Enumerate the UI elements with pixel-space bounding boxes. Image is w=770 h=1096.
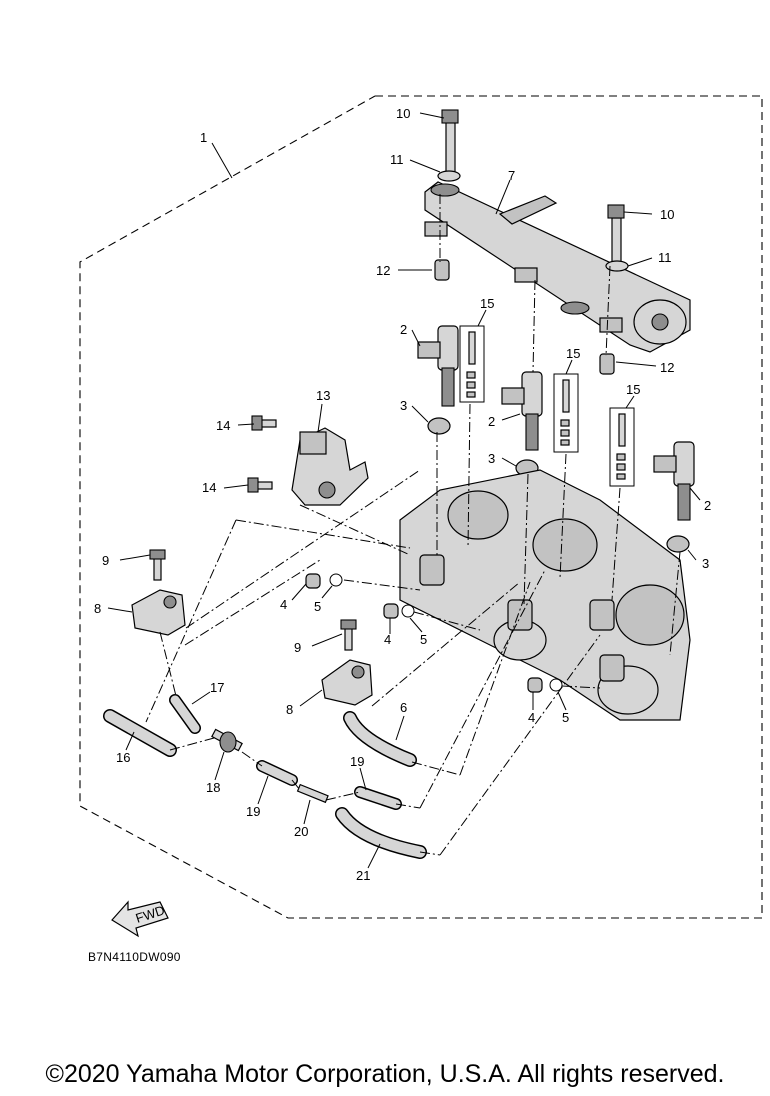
o-ring-11-right: [605, 260, 629, 272]
clip-5-a: [329, 573, 343, 587]
fwd-arrow-icon: FWD: [111, 900, 169, 938]
callout-label: 15: [480, 296, 494, 311]
seal-3-a: [427, 417, 451, 435]
callout-label: 5: [562, 710, 569, 725]
bolt-10-left: [441, 109, 459, 175]
callout-label: 2: [704, 498, 711, 513]
callout-label: 14: [202, 480, 216, 495]
callout-label: 8: [286, 702, 293, 717]
fitting-18: [211, 728, 243, 753]
callout-label: 9: [102, 553, 109, 568]
callout-label: 7: [508, 168, 515, 183]
callout-label: 12: [660, 360, 674, 375]
seal-3-c: [666, 535, 690, 553]
leader-lines: [107, 112, 701, 869]
callout-label: 3: [488, 451, 495, 466]
clip-5-b: [401, 604, 415, 618]
callout-label: 2: [400, 322, 407, 337]
cap-4-b: [383, 603, 399, 619]
callout-label: 5: [314, 599, 321, 614]
fitting-20: [296, 783, 329, 804]
callout-label: 5: [420, 632, 427, 647]
callout-label: 3: [400, 398, 407, 413]
callout-label: 2: [488, 414, 495, 429]
sensor-8-lower: [321, 659, 373, 706]
callout-label: 1: [200, 130, 207, 145]
screw-set-15-b: [553, 373, 579, 453]
callout-label: 11: [658, 250, 672, 265]
callout-label: 19: [350, 754, 364, 769]
screw-9-upper: [149, 549, 166, 581]
injector-2-a: [417, 325, 459, 407]
center-lines: [145, 194, 681, 856]
callout-label: 4: [280, 597, 287, 612]
callout-label: 17: [210, 680, 224, 695]
callout-label: 15: [626, 382, 640, 397]
screw-set-15-c: [609, 407, 635, 487]
callout-label: 9: [294, 640, 301, 655]
cap-4-a: [305, 573, 321, 589]
callout-label: 11: [390, 152, 404, 167]
bolt-10-right: [607, 204, 625, 263]
throttle-body-exploded-diagram: FWD 1 10 11 7 10 12 11 15 2 15 12 13 3 2…: [79, 95, 763, 938]
callout-label: 20: [294, 824, 308, 839]
copyright-text: ©2020 Yamaha Motor Corporation, U.S.A. A…: [45, 1060, 725, 1088]
callout-label: 13: [316, 388, 330, 403]
callout-label: 19: [246, 804, 260, 819]
collar-12-left: [434, 259, 450, 281]
diagram-code: B7N4110DW090: [88, 950, 181, 964]
throttle-body-assembly: [399, 469, 691, 721]
callout-label: 14: [216, 418, 230, 433]
callout-labels: 1 10 11 7 10 12 11 15 2 15 12 13 3 2 15 …: [94, 106, 711, 883]
callout-label: 4: [528, 710, 535, 725]
o-ring-11-left: [437, 170, 461, 182]
screw-14-lower: [247, 477, 273, 493]
collar-12-right: [599, 353, 615, 375]
assembly-boundary: [79, 95, 763, 919]
callout-label: 6: [400, 700, 407, 715]
callout-label: 4: [384, 632, 391, 647]
callout-label: 10: [660, 207, 674, 222]
callout-label: 3: [702, 556, 709, 571]
callout-label: 15: [566, 346, 580, 361]
clip-5-c: [549, 678, 563, 692]
injector-2-c: [653, 441, 695, 521]
callout-label: 18: [206, 780, 220, 795]
fuel-rail: [424, 181, 691, 353]
callout-label: 10: [396, 106, 410, 121]
callout-label: 12: [376, 263, 390, 278]
injector-2-b: [501, 371, 543, 451]
throttle-position-sensor: [291, 427, 369, 506]
cap-4-c: [527, 677, 543, 693]
callout-label: 8: [94, 601, 101, 616]
screw-14-upper: [251, 415, 277, 431]
screw-set-15-a: [459, 325, 485, 403]
callout-label: 21: [356, 868, 370, 883]
screw-9-lower: [340, 619, 357, 651]
sensor-8-upper: [131, 589, 186, 636]
leader-1: [211, 142, 233, 179]
callout-label: 16: [116, 750, 130, 765]
